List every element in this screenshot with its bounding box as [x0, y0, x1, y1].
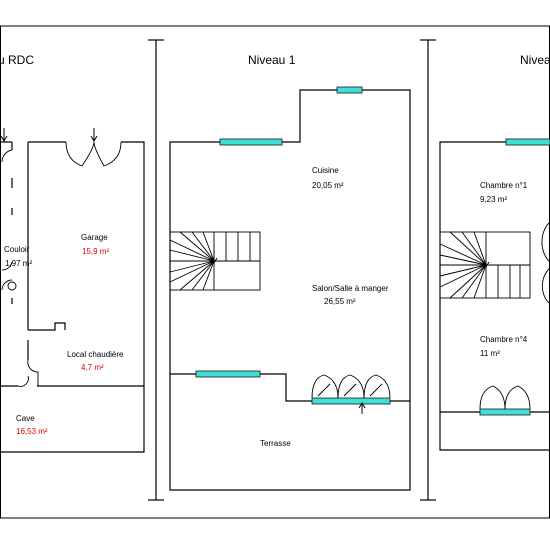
room-area-chambre-1: 9,23 m²: [480, 195, 507, 204]
room-name-terrasse: Terrasse: [260, 439, 291, 448]
level-title-rdc: u RDC: [0, 53, 34, 67]
plan-niveau-2: [439, 138, 550, 451]
room-name-salon: Salon/Salle à manger: [312, 284, 389, 293]
panel-separator-1: [148, 39, 164, 501]
room-area-local-chaudiere: 4,7 m²: [81, 363, 104, 372]
panel-separator-2: [420, 39, 436, 501]
room-area-cave: 16,53 m²: [16, 427, 48, 436]
window: [219, 138, 283, 146]
level-title-niveau-1: Niveau 1: [248, 53, 296, 67]
room-area-couloir: 1,97 m²: [5, 259, 32, 268]
window: [336, 86, 363, 94]
window: [505, 138, 550, 146]
room-name-couloir: Couloir: [4, 245, 30, 254]
plan-rdc: [0, 128, 145, 453]
room-name-cave: Cave: [16, 414, 35, 423]
room-area-chambre-4: 11 m²: [480, 349, 500, 358]
window: [311, 397, 391, 405]
room-area-salon: 26,55 m²: [324, 297, 356, 306]
plan-niveau-1: [169, 86, 411, 491]
room-name-chambre-1: Chambre n°1: [480, 181, 528, 190]
room-name-chambre-4: Chambre n°4: [480, 335, 528, 344]
room-name-local-chaudiere: Local chaudière: [67, 350, 124, 359]
room-name-cuisine: Cuisine: [312, 166, 339, 175]
room-area-cuisine: 20,05 m²: [312, 181, 344, 190]
room-name-garage: Garage: [81, 233, 108, 242]
window: [479, 408, 531, 416]
window: [195, 370, 261, 378]
room-area-garage: 15,9 m²: [82, 247, 109, 256]
level-title-niveau-2: Niveau: [520, 53, 550, 67]
